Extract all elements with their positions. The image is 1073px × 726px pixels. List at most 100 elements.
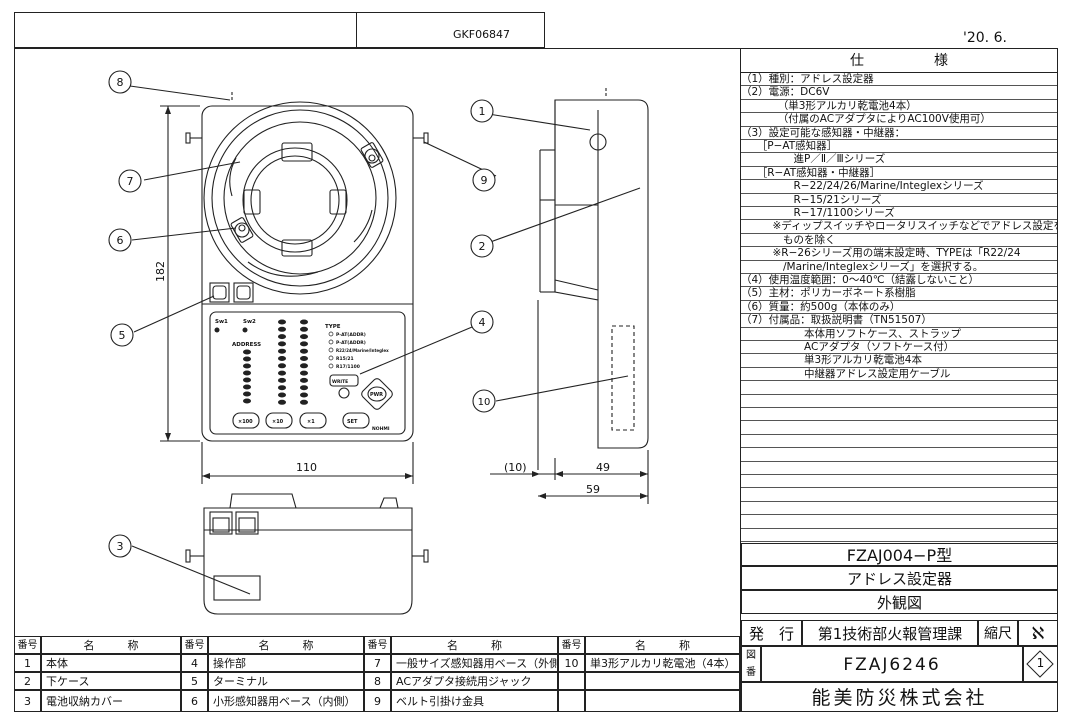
product-name: アドレス設定器 xyxy=(741,566,1058,590)
dim-depth-body: 49 xyxy=(596,461,610,474)
spec-line: ［P−AT感知器］ xyxy=(741,140,1057,154)
type-led xyxy=(328,355,334,361)
sw-led xyxy=(278,392,286,398)
address-led xyxy=(243,370,251,376)
address-led xyxy=(243,363,251,369)
panel-type: TYPE xyxy=(325,324,341,330)
address-led xyxy=(243,349,251,355)
sw-led xyxy=(278,399,286,405)
sw-led xyxy=(278,363,286,369)
sw1-led xyxy=(214,327,220,333)
ac-jack xyxy=(589,133,607,151)
callout-6: 6 xyxy=(117,234,124,247)
sw-led xyxy=(278,319,286,325)
type-led xyxy=(328,331,334,337)
callout-4: 4 xyxy=(479,316,486,329)
sw-led xyxy=(278,370,286,376)
callout-circle-10 xyxy=(472,389,496,413)
spec-line: （7）付属品：取扱説明書（TN51507） xyxy=(741,314,1057,328)
sw-led xyxy=(278,326,286,332)
callout-2: 2 xyxy=(479,240,486,253)
type-led xyxy=(328,339,334,345)
callout-circle-4 xyxy=(470,310,494,334)
sw-led xyxy=(300,356,308,361)
part-name-blank xyxy=(585,690,740,712)
part-number: 3 xyxy=(14,690,41,712)
part-name: 単3形アルカリ乾電池（4本） xyxy=(585,654,740,672)
spec-blank-row xyxy=(741,448,1057,462)
battery-outline xyxy=(611,325,635,431)
spec-title-line xyxy=(741,72,1057,73)
outline-drawing: 8 1 7 9 6 2 5 4 10 3 110 182 (10) 49 59 … xyxy=(108,70,649,615)
part-number: 7 xyxy=(364,654,391,672)
panel-x100: ×100 xyxy=(238,419,253,425)
front-body-outline xyxy=(201,105,414,442)
panel-brand: NOHMI xyxy=(372,426,390,432)
sw-led xyxy=(300,341,308,347)
panel-sw1: Sw1 xyxy=(215,319,228,325)
spec-blank-row xyxy=(741,488,1057,502)
panel-x1: ×1 xyxy=(307,419,315,425)
callout-8: 8 xyxy=(117,76,124,89)
operation-panel xyxy=(209,311,406,435)
inner-base xyxy=(242,147,348,253)
address-led xyxy=(243,377,251,383)
part-number-blank xyxy=(558,672,585,690)
spec-line: /Marine/Integlexシリーズ」を選択する。 xyxy=(741,261,1057,274)
part-number: 9 xyxy=(364,690,391,712)
spec-blank-row xyxy=(741,475,1057,489)
spec-blank-row xyxy=(741,462,1057,475)
panel-address: ADDRESS xyxy=(232,342,261,348)
spec-line: （5）主材：ポリカーボネート系樹脂 xyxy=(741,287,1057,301)
spec-blank-row xyxy=(741,381,1057,395)
type-led xyxy=(328,347,334,353)
address-led xyxy=(243,398,251,404)
callout-7: 7 xyxy=(127,175,134,188)
panel-type-opt-3: R22/24/Marine/Integlex xyxy=(336,348,389,353)
parts-header-no: 番号 xyxy=(181,636,208,654)
sw-led xyxy=(278,334,286,340)
part-number: 4 xyxy=(181,654,208,672)
spec-line: ※R−26シリーズ用の端末設定時、TYPEは「R22/24 xyxy=(741,247,1057,261)
part-name: ACアダプタ接続用ジャック xyxy=(391,672,558,690)
spec-line: （付属のACアダプタによりAC100V使用可） xyxy=(741,113,1057,127)
part-name: 小形感知器用ベース（内側） xyxy=(208,690,364,712)
callout-10: 10 xyxy=(478,397,491,408)
terminal-1 xyxy=(209,282,230,303)
spec-blank-row xyxy=(741,529,1057,542)
callout-5: 5 xyxy=(119,329,126,342)
spec-line: ものを除く xyxy=(741,234,1057,248)
panel-type-opt-2: P-AT(ADDR) xyxy=(336,340,366,346)
sw-led xyxy=(300,370,308,376)
issue-date: '20. 6. xyxy=(963,30,1007,46)
part-name: 電池収納カバー xyxy=(41,690,181,712)
view-name: 外観図 xyxy=(741,590,1058,614)
callout-3: 3 xyxy=(117,540,124,553)
header-code-cell xyxy=(356,12,545,48)
dim-depth-total: 59 xyxy=(586,483,600,496)
spec-line: R−15/21シリーズ xyxy=(741,194,1057,207)
type-led xyxy=(328,363,334,369)
panel-leds xyxy=(214,319,334,405)
sw-led xyxy=(300,399,308,405)
spec-blank-row xyxy=(741,421,1057,435)
spec-line: ※ディップスイッチやロータリスイッチなどでアドレス設定を行う xyxy=(741,220,1057,234)
side-body-outline xyxy=(554,99,649,449)
department: 第1技術部火報管理課 xyxy=(802,620,978,646)
part-name-blank xyxy=(585,672,740,690)
sw-led xyxy=(300,334,308,340)
callout-1: 1 xyxy=(479,105,486,118)
parts-header-no: 番号 xyxy=(558,636,585,654)
spec-line: R−17/1100シリーズ xyxy=(741,207,1057,221)
outer-base xyxy=(203,101,397,295)
callout-circle-1 xyxy=(470,99,494,123)
parts-header-name: 名 称 xyxy=(41,636,181,654)
sw-led xyxy=(278,356,286,361)
parts-header-name: 名 称 xyxy=(208,636,364,654)
drawing-number-label: 図番 xyxy=(741,646,761,682)
part-number: 8 xyxy=(364,672,391,690)
callout-circle-2 xyxy=(470,234,494,258)
callout-circle-3 xyxy=(108,534,132,558)
part-number-blank xyxy=(558,690,585,712)
sw-led xyxy=(300,392,308,398)
